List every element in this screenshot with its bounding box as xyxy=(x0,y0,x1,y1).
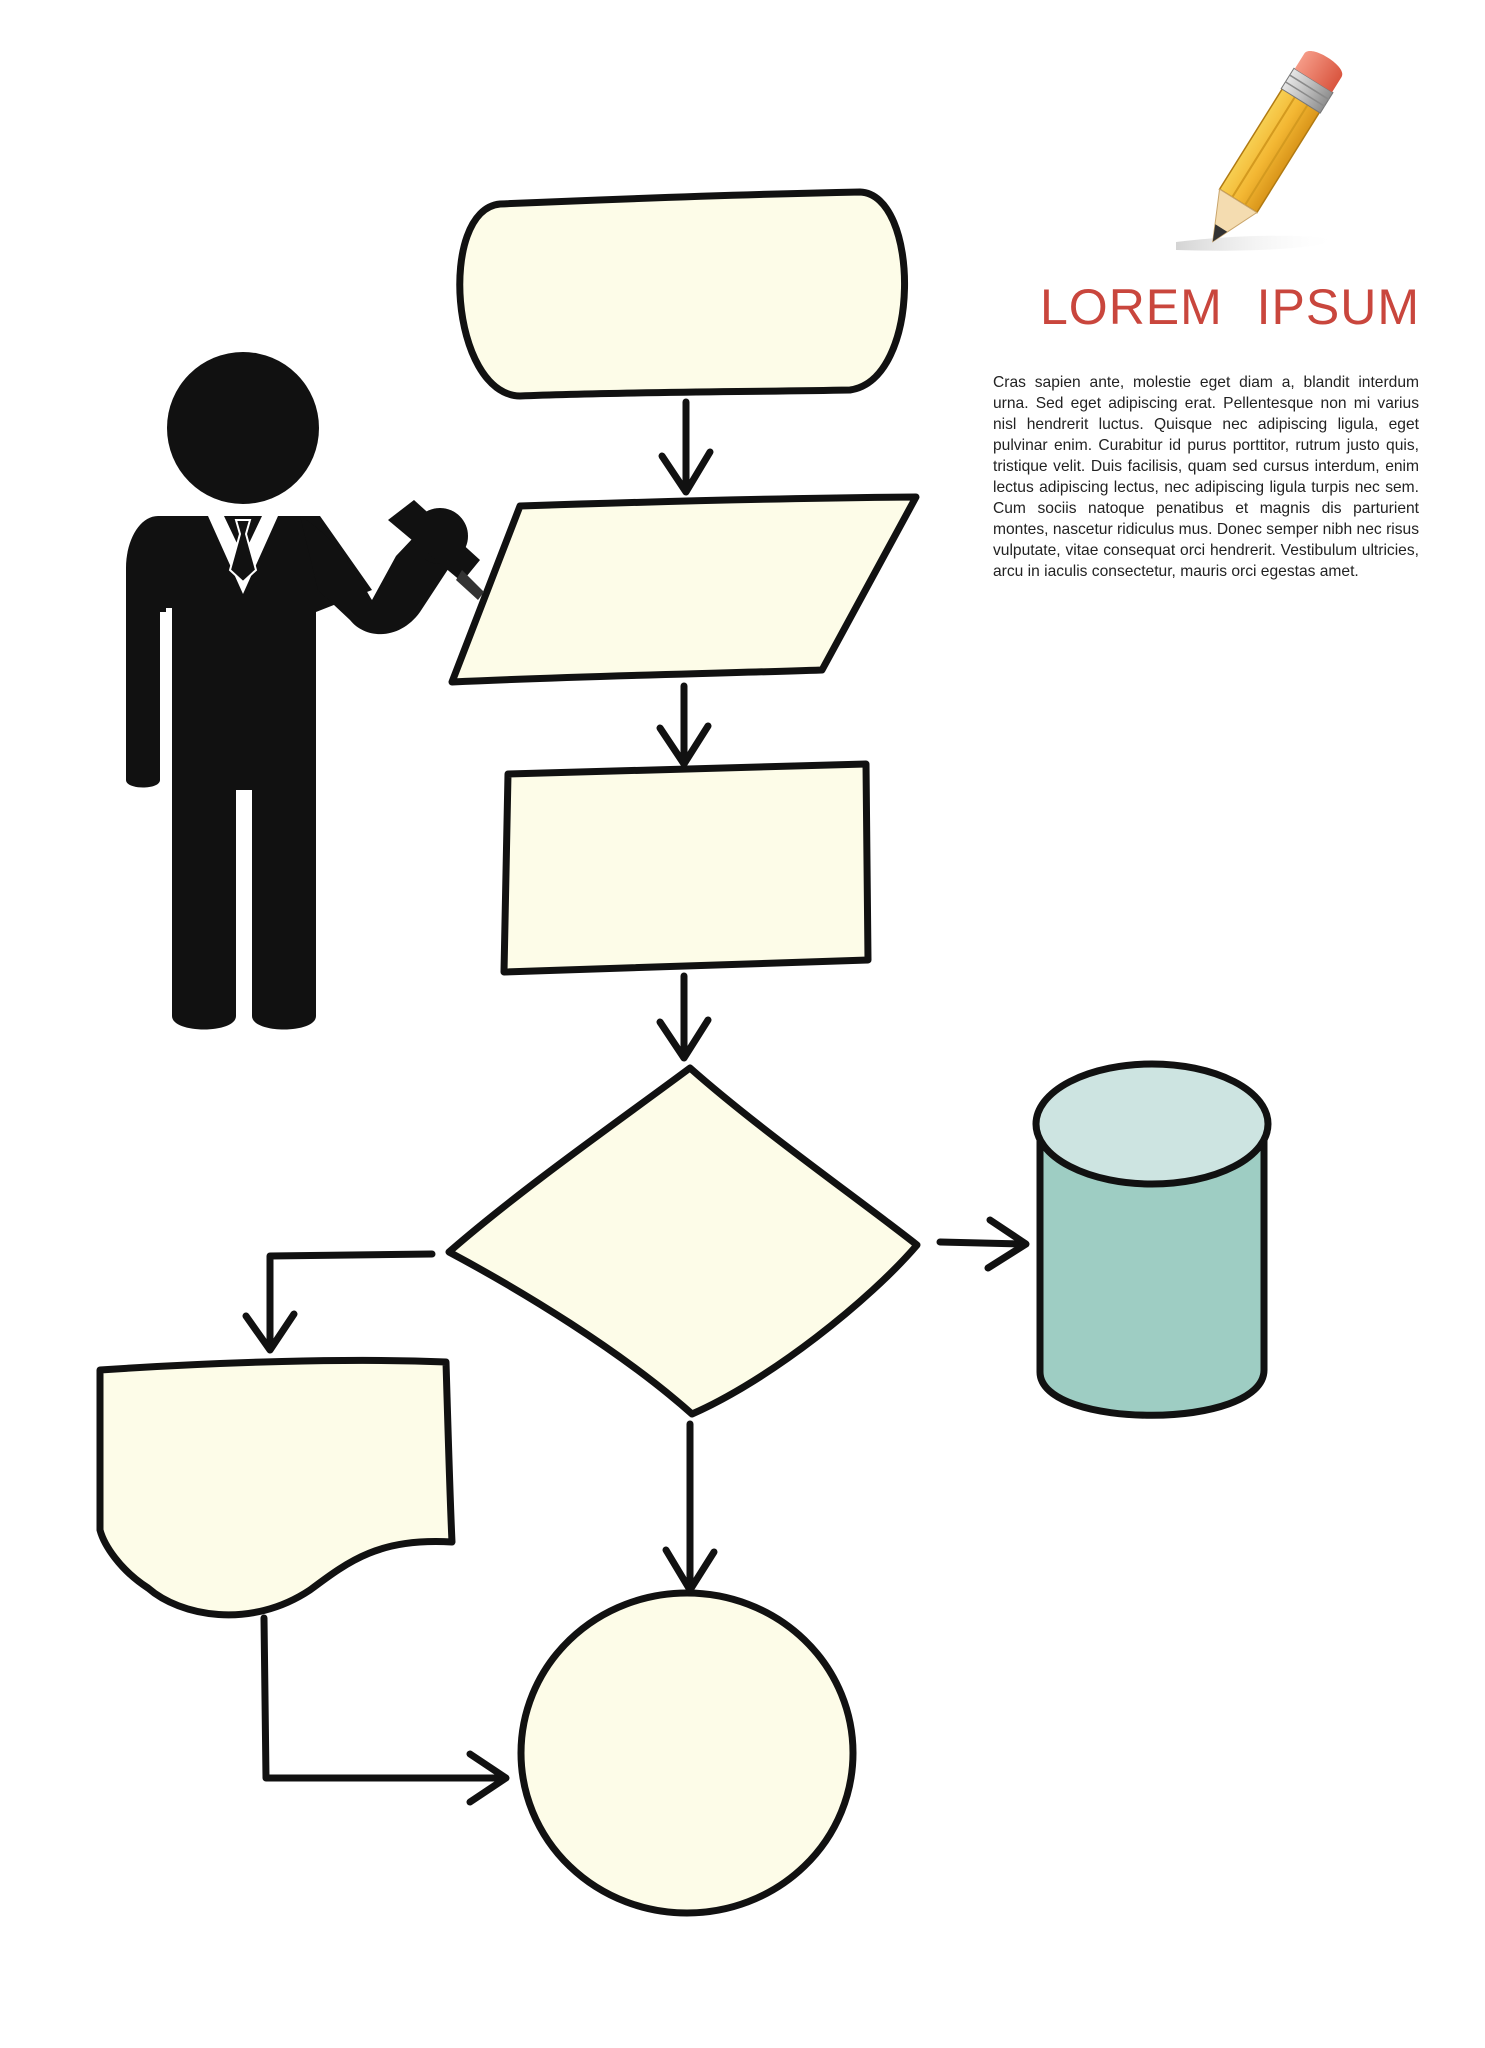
input-parallelogram-shape xyxy=(448,493,920,686)
page-title: LOREM IPSUM xyxy=(1040,282,1420,332)
arrowhead-decision-to-storage xyxy=(984,1216,1030,1272)
arrowhead-decision-to-end xyxy=(662,1546,718,1594)
connector-decision-to-document xyxy=(266,1250,436,1352)
document-shape xyxy=(96,1356,456,1619)
end-circle-shape xyxy=(517,1589,857,1917)
title-word-lorem: LOREM xyxy=(1040,279,1223,335)
database-cylinder-shape xyxy=(1032,1060,1272,1419)
body-paragraph: Cras sapien ante, molestie eget diam a, … xyxy=(993,374,1419,580)
arrowhead-document-to-end xyxy=(466,1750,510,1806)
arrowhead-process-to-decision xyxy=(656,1016,712,1062)
arrowhead-input-to-process xyxy=(656,722,712,768)
title-word-ipsum: IPSUM xyxy=(1256,279,1420,335)
pencil-icon xyxy=(1176,51,1343,251)
process-rectangle-shape xyxy=(500,760,872,976)
arrowhead-start-to-input xyxy=(658,448,714,496)
connector-decision-to-storage xyxy=(936,1238,1028,1248)
arrowhead-decision-to-document xyxy=(242,1310,298,1354)
connector-document-to-end xyxy=(260,1614,506,1782)
businessman-figure-icon xyxy=(126,352,484,1030)
decision-diamond-shape xyxy=(445,1064,921,1418)
start-terminator-shape xyxy=(456,188,908,400)
